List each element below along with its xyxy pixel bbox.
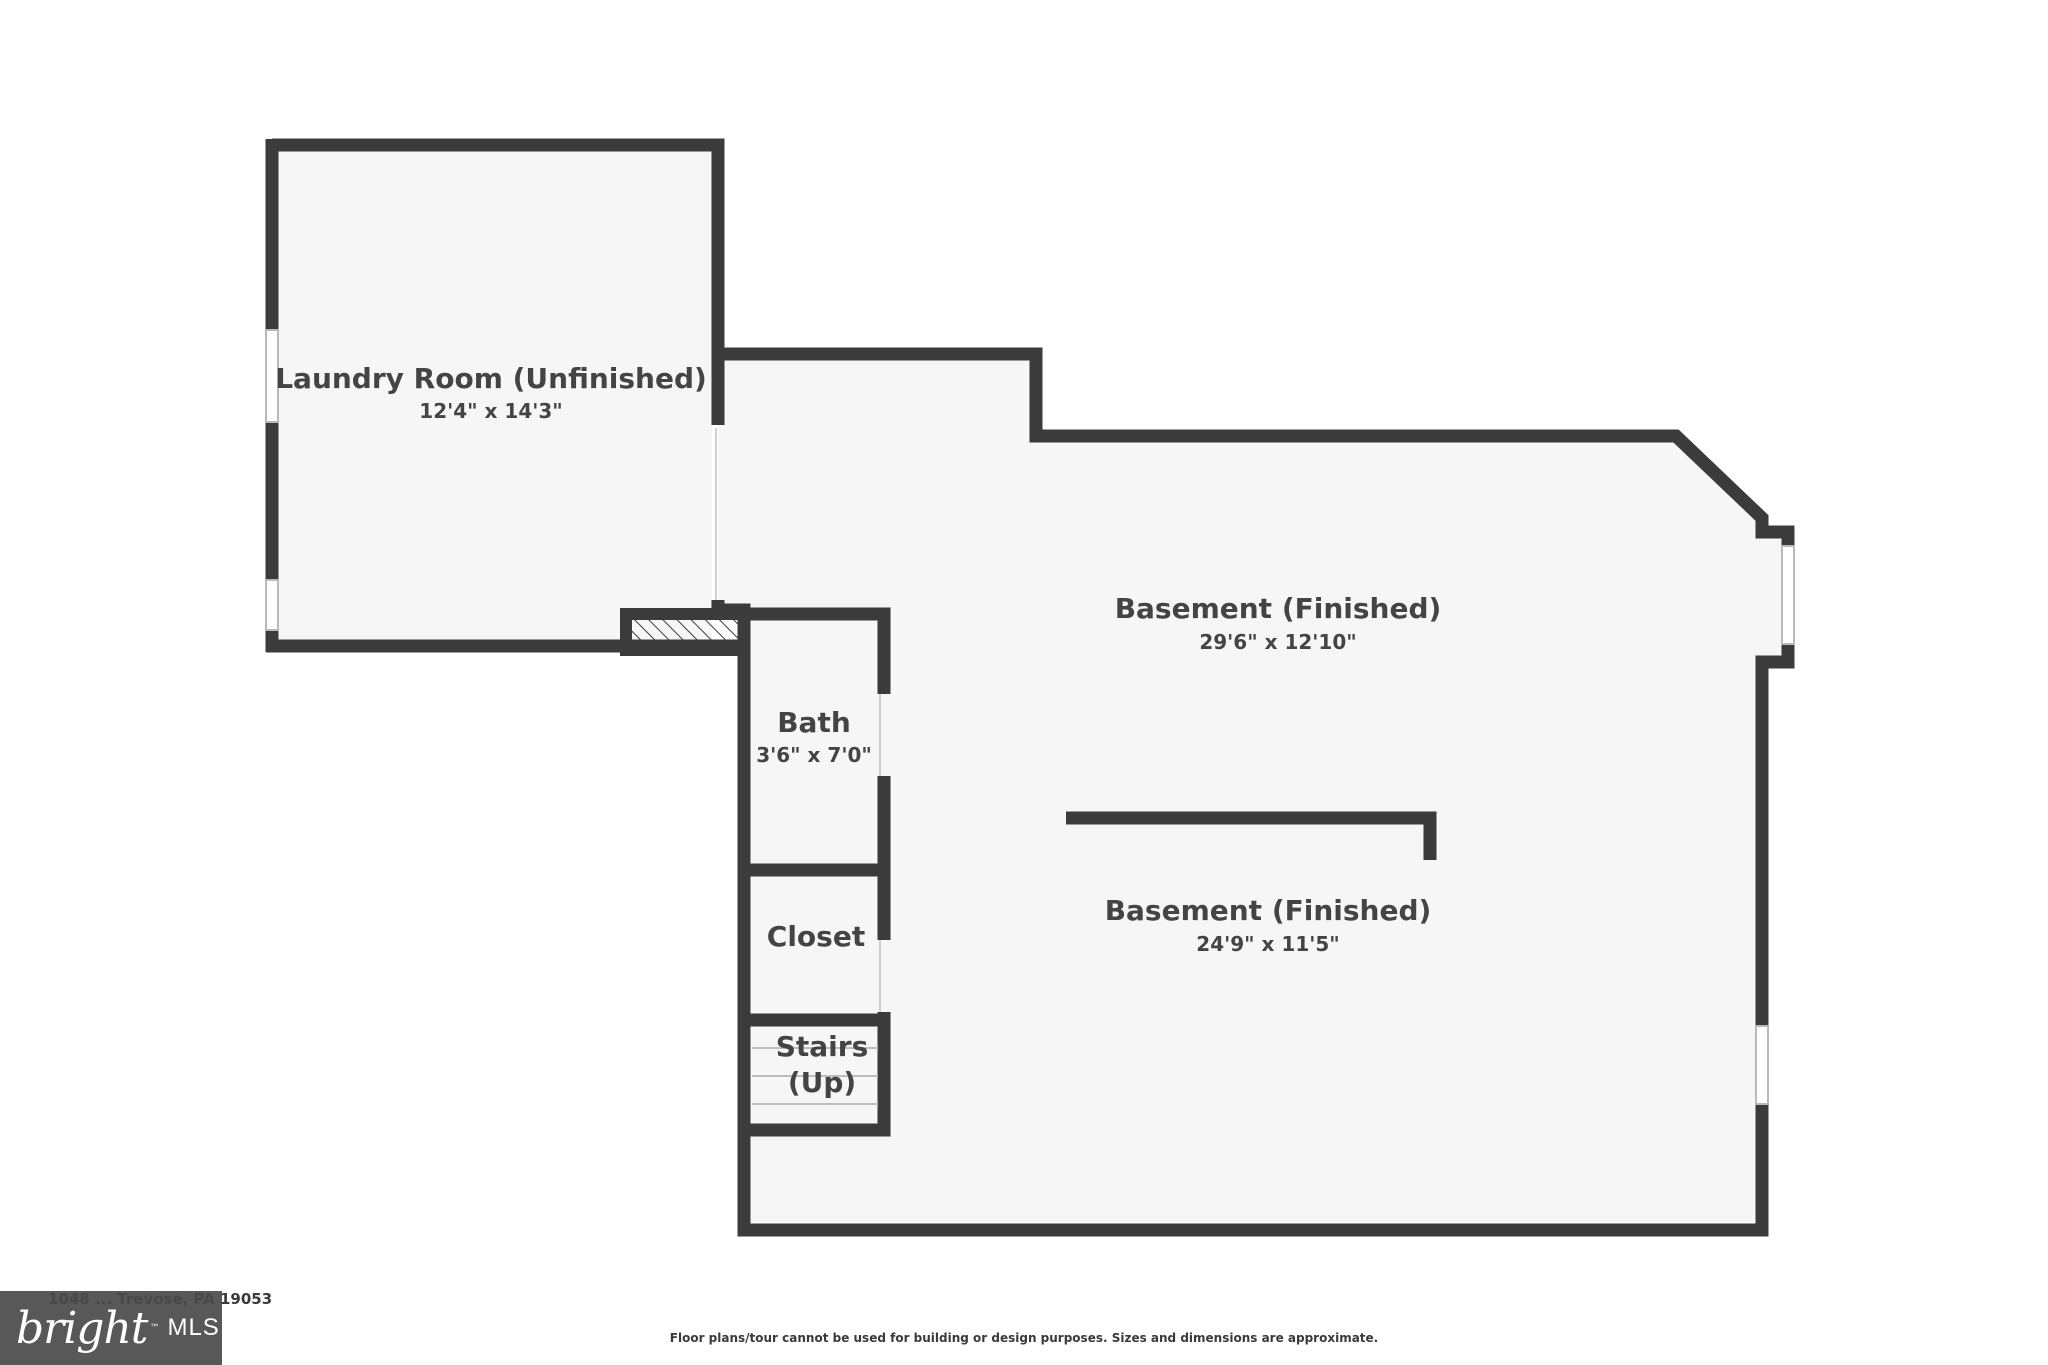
stair-treads [752, 1047, 878, 1105]
logo-trademark: ™ [149, 1322, 160, 1334]
basement-upper-dimensions: 29'6" x 12'10" [1199, 630, 1356, 654]
laundry-window-lower [265, 579, 279, 631]
floor-fill [272, 146, 1782, 1222]
laundry-window-upper [265, 329, 279, 423]
utility-column-walls [744, 607, 891, 1137]
floor-plan-disclaimer: Floor plans/tour cannot be used for buil… [669, 1331, 1379, 1345]
closet-name: Closet [767, 920, 865, 953]
basement-walls [711, 347, 1795, 1237]
laundry-room-name: Laundry Room (Unfinished) [275, 362, 707, 395]
basement-window-south-east [1755, 1025, 1769, 1105]
basement-lower-name: Basement (Finished) [1105, 894, 1432, 927]
logo-wordmark: bright [16, 1302, 148, 1354]
laundry-room-dimensions: 12'4" x 14'3" [419, 399, 562, 423]
basement-lower-dimensions: 24'9" x 11'5" [1196, 932, 1339, 956]
basement-partition-wall [1066, 811, 1437, 860]
basement-upper-name: Basement (Finished) [1115, 592, 1442, 625]
basement-window-east [1781, 545, 1795, 645]
bath-name: Bath [777, 706, 851, 739]
stairs-name-line1: Stairs [776, 1030, 869, 1063]
bright-mls-logo: bright ™ MLS [0, 1291, 222, 1365]
bath-dimensions: 3'6" x 7'0" [756, 743, 872, 767]
stairs-name-line2: (Up) [788, 1066, 856, 1099]
logo-mls-text: MLS [167, 1314, 220, 1341]
column-door-openings [876, 694, 892, 1012]
chimney-block [620, 608, 750, 656]
